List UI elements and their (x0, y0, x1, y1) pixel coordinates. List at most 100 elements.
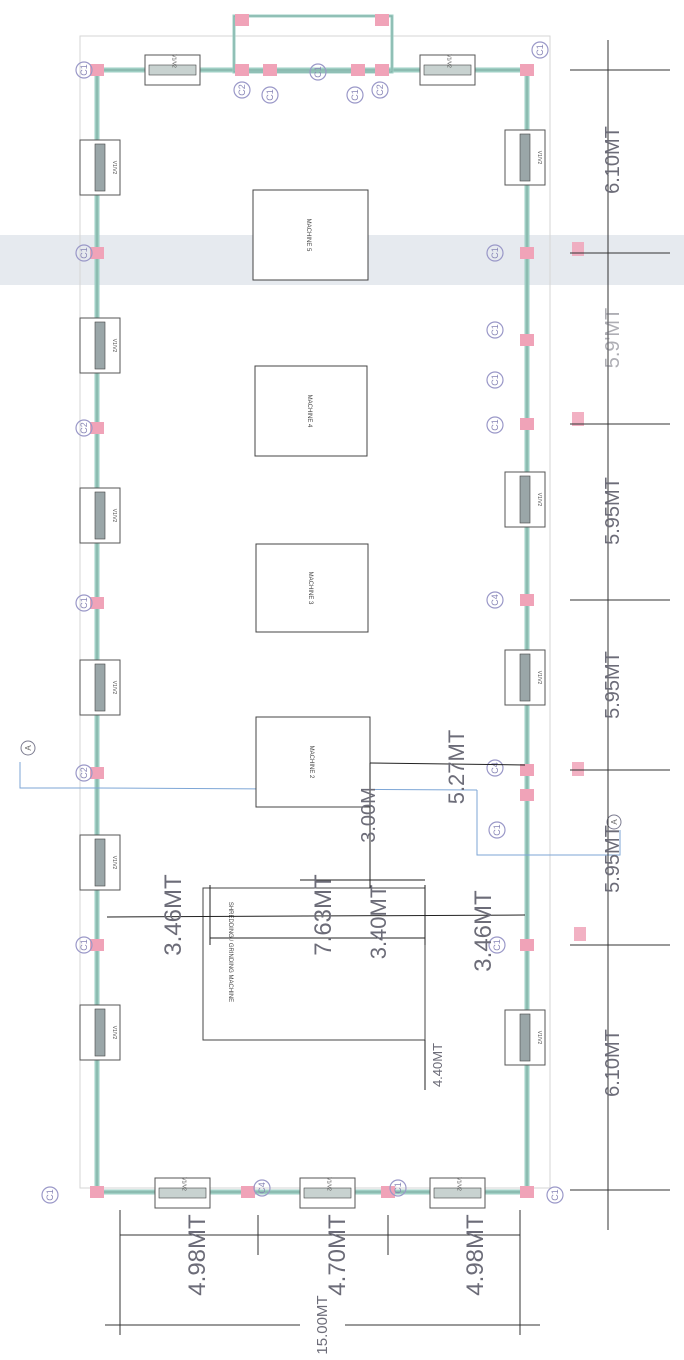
column-5 (90, 767, 104, 779)
column-tab-1 (572, 242, 584, 256)
column-16 (263, 64, 277, 76)
grid-ref-label-3: C2 (79, 422, 89, 434)
machine-3-label: MACHINE 3 (307, 572, 313, 605)
column-tab-2 (572, 412, 584, 426)
window-tag-7: V1/V2 (536, 151, 542, 165)
window-1: V1/V2 (79, 139, 121, 196)
grid-ref-label-24: C1 (313, 66, 323, 78)
bottom-dimension-chain (105, 1210, 540, 1335)
dim-bottom-4-98-left: 4.98MT (184, 1214, 211, 1296)
window-9: V1/V2 (504, 649, 546, 706)
column-1 (90, 64, 104, 76)
dim-right-5-95-a: 5.95MT (602, 477, 624, 545)
grid-ref-label-18: C4 (257, 1182, 267, 1194)
machine-5-block: MACHINE 5 (252, 189, 369, 281)
window-10: V1/V2 (504, 1009, 546, 1066)
window-7: V1/V2 (504, 129, 546, 186)
grid-ref-1: C1 (75, 61, 93, 79)
grid-ref-17: C1 (546, 1186, 564, 1204)
grid-ref-label-6: C1 (79, 939, 89, 951)
machine-2-label: MACHINE 2 (308, 746, 314, 779)
dim-mid-3-00: 3.00M (358, 787, 380, 843)
grid-ref-4: C1 (75, 594, 93, 612)
grid-ref-label-13: C4 (490, 594, 500, 606)
section-marker-left (20, 740, 36, 756)
window-tag-15: V1/V2 (456, 1177, 462, 1191)
grid-ref-24: C1 (309, 63, 327, 81)
grid-ref-23: C1 (346, 86, 364, 104)
column-9 (520, 247, 534, 259)
machine-1-label: SHREDDING / GRINDING MACHINE (227, 902, 233, 1002)
machine-3-block: MACHINE 3 (255, 543, 369, 633)
machine-5-label: MACHINE 5 (305, 219, 311, 252)
column-6 (90, 939, 104, 951)
grid-ref-14: C4 (486, 759, 504, 777)
grid-ref-20: C2 (233, 81, 251, 99)
top-annex (232, 14, 394, 74)
grid-ref-label-2: C1 (79, 247, 89, 259)
window-tag-3: V1/V2 (111, 509, 117, 523)
grid-ref-2: C1 (75, 244, 93, 262)
grid-ref-label-10: C1 (490, 324, 500, 336)
grid-ref-7: C1 (41, 1186, 59, 1204)
grid-ref-label-5: C2 (79, 767, 89, 779)
column-19 (241, 1186, 255, 1198)
dim-right-5-9: 5.9'MT (602, 308, 624, 369)
window-11: V1/V2 (144, 54, 201, 86)
grid-ref-label-20: C2 (237, 84, 247, 96)
internal-dimension-lines (106, 762, 526, 1090)
column-10 (520, 418, 534, 430)
column-13 (520, 939, 534, 951)
dim-right-6-10-bottom: 6.10MT (602, 1029, 624, 1097)
window-tag-1: V1/V2 (111, 161, 117, 175)
dim-right-3-46: 3.46MT (470, 890, 497, 972)
column-8 (520, 64, 534, 76)
window-tag-6: V1/V2 (111, 1026, 117, 1040)
grid-ref-6: C1 (75, 936, 93, 954)
grid-ref-10: C1 (486, 321, 504, 339)
dim-right-5-95-b: 5.95MT (602, 651, 624, 719)
grid-ref-label-8: C1 (535, 44, 545, 56)
dimension-labels: 6.10MT 5.9'MT 5.95MT 5.95MT 5.95MT 6.10M… (160, 126, 624, 1355)
column-15 (235, 64, 249, 76)
dim-mid-7-63: 7.63MT (310, 874, 337, 956)
dim-mid-5-27: 5.27MT (444, 730, 469, 805)
grid-ref-13: C4 (486, 591, 504, 609)
column-17 (351, 64, 365, 76)
grid-ref-22: C2 (371, 81, 389, 99)
grid-ref-label-21: C1 (265, 89, 275, 101)
grid-ref-label-9: C1 (490, 247, 500, 259)
grid-ref-label-23: C1 (350, 89, 360, 101)
dim-right-5-95-c: 5.95MT (602, 825, 624, 893)
column-23 (520, 334, 534, 346)
machine-1-block: SHREDDING / GRINDING MACHINE (202, 887, 426, 1041)
column-21 (235, 14, 249, 26)
machine-4-label: MACHINE 4 (306, 395, 312, 428)
column-18 (375, 64, 389, 76)
column-14 (520, 1186, 534, 1198)
grid-ref-11: C1 (486, 371, 504, 389)
window-tag-8: V1/V2 (536, 493, 542, 507)
column-3 (90, 422, 104, 434)
machine-4-block: MACHINE 4 (254, 365, 368, 457)
grid-ref-label-12: C1 (490, 419, 500, 431)
window-2: V1/V2 (79, 317, 121, 374)
section-marker-left-label: A (24, 745, 33, 751)
grid-ref-9: C1 (486, 244, 504, 262)
window-tag-14: V1/V2 (326, 1177, 332, 1191)
windows-layer: V1/V2V1/V2V1/V2V1/V2V1/V2V1/V2V1/V2V1/V2… (79, 54, 546, 1209)
grid-ref-label-16: C1 (492, 939, 502, 951)
grid-ref-label-1: C1 (79, 64, 89, 76)
dim-bottom-4-98-right: 4.98MT (462, 1214, 489, 1296)
section-marker-right-label: A (610, 819, 619, 825)
window-tag-5: V1/V2 (111, 856, 117, 870)
columns-layer (90, 14, 586, 1198)
window-tag-2: V1/V2 (111, 339, 117, 353)
grid-ref-label-11: C1 (490, 374, 500, 386)
window-5: V1/V2 (79, 834, 121, 891)
column-22 (375, 14, 389, 26)
dim-mid-3-40: 3.40MT (366, 885, 391, 960)
grid-ref-5: C2 (75, 764, 93, 782)
